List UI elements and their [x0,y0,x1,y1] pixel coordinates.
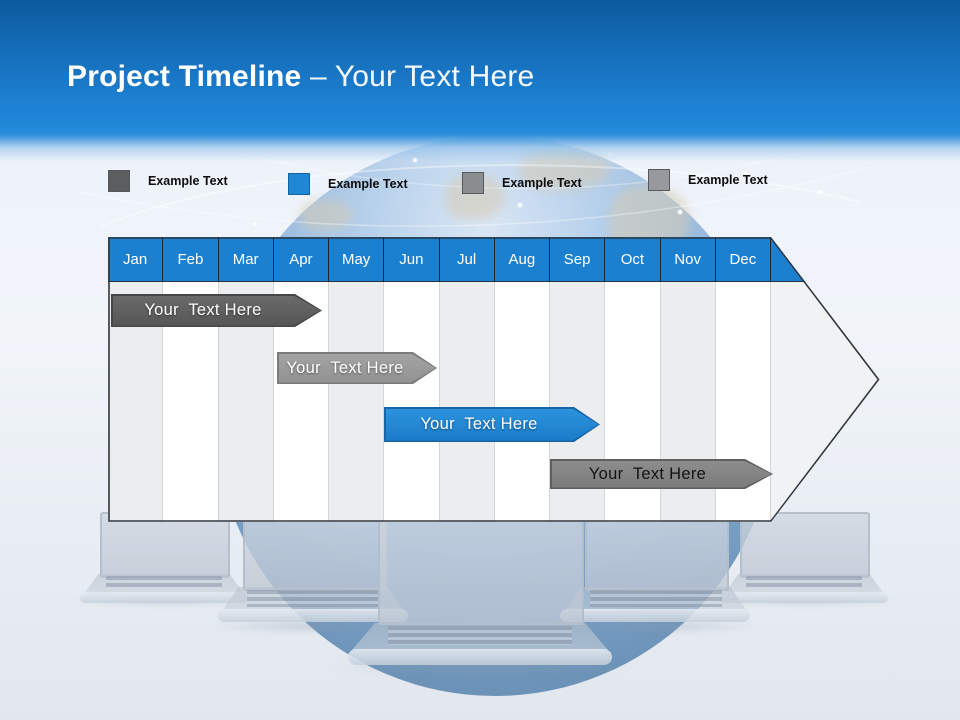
legend-swatch-dark-gray [108,170,130,192]
legend-swatch-blue [288,173,310,195]
timeline-bar: Your Text Here [277,352,437,384]
month-cell-may: May [329,237,385,281]
month-cell-jun: Jun [384,237,440,281]
month-cell-feb: Feb [163,237,219,281]
laptop-base [348,649,612,665]
laptop-base [720,592,888,603]
legend-label: Example Text [328,177,408,191]
legend-label: Example Text [502,176,582,190]
laptop-shadow [205,620,420,633]
month-cell-jul: Jul [440,237,495,281]
timeline-bar-label: Your Text Here [420,415,538,433]
legend-swatch-light-gray [648,169,670,191]
timeline-bar: Your Text Here [550,459,773,489]
laptop-graphic [100,512,230,578]
laptop-keyboard [222,587,404,611]
title-bold-part: Project Timeline [67,60,302,93]
legend-item: Example Text [648,169,768,191]
legend-item: Example Text [288,173,408,195]
timeline-bar-label: Your Text Here [588,464,707,483]
month-cell-dec: Dec [716,237,771,281]
timeline-bar: Your Text Here [384,407,600,442]
month-cell-apr: Apr [274,237,329,281]
laptop-graphic [585,515,729,591]
month-cell-nov: Nov [661,237,716,281]
laptop-keyboard [352,623,608,650]
laptop-base [218,609,408,622]
laptop-graphic [243,515,387,591]
month-cell-sep: Sep [550,237,606,281]
month-cell-jan: Jan [108,237,164,281]
laptop-keyboard [724,574,884,594]
legend-item: Example Text [108,170,228,192]
legend-label: Example Text [688,173,768,187]
laptop-graphic [378,512,584,625]
month-cell-oct: Oct [605,237,661,281]
laptop-shadow [548,620,763,633]
globe-continent-blob [300,200,352,230]
month-cell-mar: Mar [219,237,274,281]
laptop-base [560,609,750,622]
legend-item: Example Text [462,172,582,194]
month-header-row: Jan Feb Mar Apr May Jun Jul Aug Sep Oct … [108,237,880,282]
legend-label: Example Text [148,174,228,188]
page-title: Project Timeline – Your Text Here [67,60,534,94]
title-separator: – [301,60,335,93]
laptop-base [80,592,248,603]
month-cell-aug: Aug [495,237,550,281]
timeline-bar: Your Text Here [111,294,322,327]
legend-swatch-gray [462,172,484,194]
timeline-arrow: Jan Feb Mar Apr May Jun Jul Aug Sep Oct … [108,237,880,522]
laptop-keyboard [84,574,244,594]
title-rest-part: Your Text Here [334,60,535,93]
timeline-bar-label: Your Text Here [286,358,404,377]
header-band [0,0,960,172]
timeline-bar-label: Your Text Here [144,301,262,319]
laptop-keyboard [565,587,747,611]
